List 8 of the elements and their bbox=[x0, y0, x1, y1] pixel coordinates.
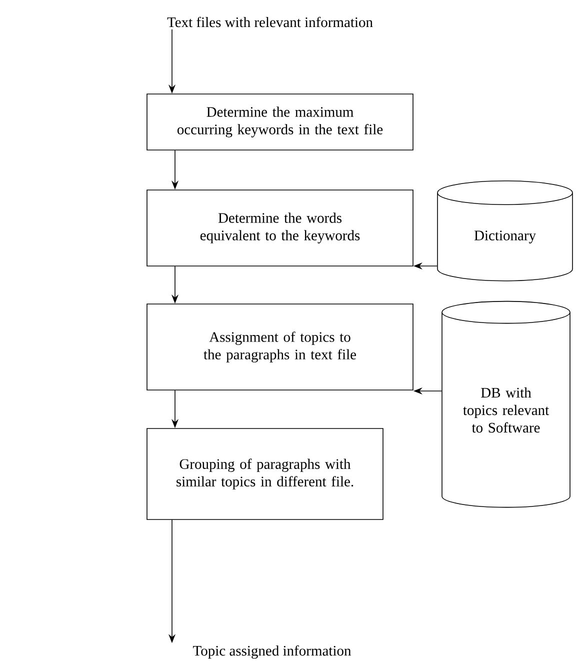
database-cylinder: DB with topics relevant to Software bbox=[442, 300, 570, 508]
process-box: Determine the words equivalent to the keywords bbox=[146, 190, 414, 266]
process-box: Determine the maximum occurring keywords in the text file bbox=[146, 94, 414, 150]
flow-text: Topic assigned information bbox=[193, 645, 352, 659]
database-cylinder: Dictionary bbox=[437, 180, 573, 282]
process-box: Grouping of paragraphs with similar topics in different file. bbox=[146, 428, 384, 520]
flow-text: Text files with relevant information bbox=[167, 16, 373, 28]
process-box: Assignment of topics to the paragraphs in text file bbox=[146, 304, 414, 390]
